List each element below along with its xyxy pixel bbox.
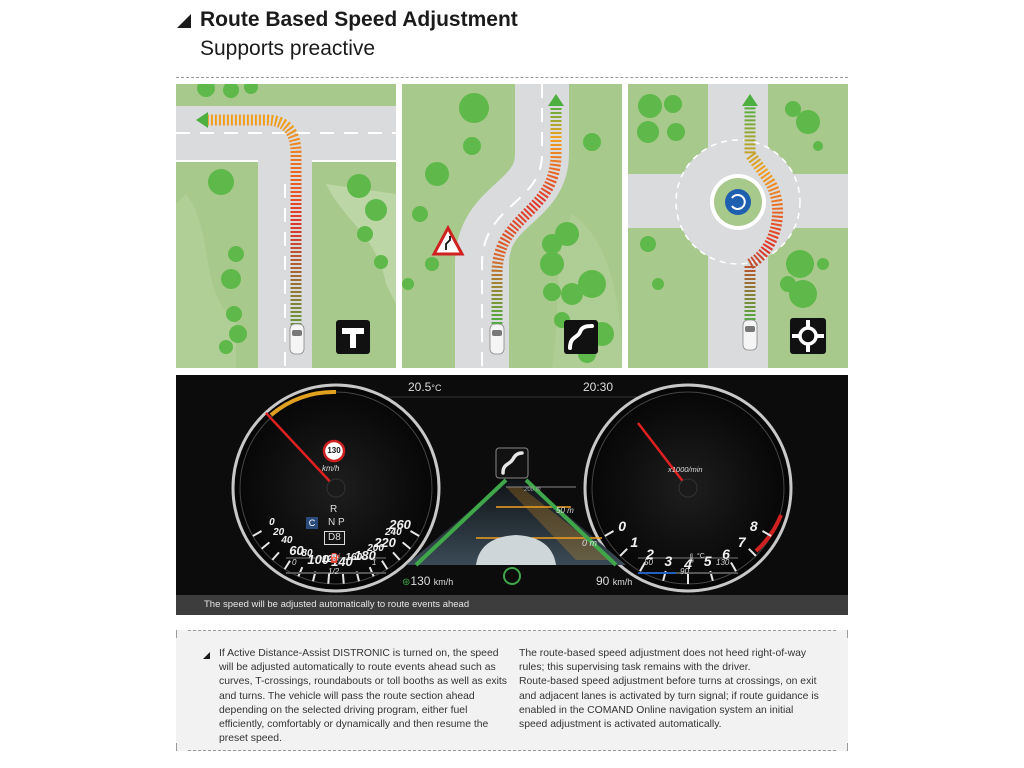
tachometer	[583, 383, 793, 593]
speed-tick	[381, 560, 389, 570]
speed-label: 200	[367, 542, 384, 554]
speed-label: 160	[345, 551, 363, 563]
fuel-pump-icon: ⛽	[330, 553, 342, 563]
coolant-temp-unit: °C	[697, 553, 705, 560]
tach-label: 6	[722, 545, 730, 562]
tach-tick	[619, 548, 628, 557]
temp-label-130: 130	[716, 558, 730, 567]
speed-tick	[261, 541, 271, 550]
tach-tick	[639, 561, 646, 572]
speed-unit: km/h	[322, 464, 340, 473]
temp-label-90: 90	[680, 567, 689, 576]
info-triangle-icon	[203, 652, 210, 659]
tach-tick	[748, 548, 757, 557]
speed-label: 100	[307, 551, 330, 567]
speedometer	[231, 383, 441, 593]
tach-unit: x1000/min	[668, 465, 703, 474]
curve-road-icon	[564, 320, 598, 354]
speed-label: 40	[281, 535, 293, 547]
info-column-left: If Active Distance-Assist DISTRONIC is t…	[219, 648, 507, 745]
speed-tick	[271, 551, 280, 561]
speed-label: 0	[269, 517, 275, 528]
distance-200m: 200 m	[524, 487, 541, 493]
panel-roundabout	[628, 84, 848, 368]
outside-temperature: 20.5°C	[408, 380, 442, 394]
tach-label: 0	[618, 518, 627, 534]
speed-limit-sign: 130	[327, 446, 341, 455]
roundabout-icon	[790, 318, 826, 354]
temp-label-50: 50	[644, 558, 653, 567]
speed-label: 180	[354, 548, 376, 564]
top-divider	[176, 77, 848, 78]
speed-label: 220	[374, 535, 396, 551]
speed-label: 260	[389, 517, 411, 532]
tach-tick	[761, 530, 772, 537]
speed-tick	[368, 566, 375, 577]
speed-tick	[392, 551, 401, 561]
tach-label: 7	[737, 533, 746, 550]
tach-label: 2	[646, 545, 654, 562]
gear-badge: D8	[324, 531, 345, 545]
speed-tick	[341, 573, 345, 584]
speed-tick	[283, 560, 291, 570]
current-speed-limit: 90 km/h	[596, 574, 633, 588]
tach-label: 8	[749, 518, 758, 534]
coolant-temp-icon: 🌡	[686, 553, 698, 563]
tach-label: 4	[684, 556, 692, 572]
info-paragraph-1: The route-based speed adjustment does no…	[519, 648, 807, 674]
set-speed: ⊛130 km/h	[402, 574, 454, 588]
page-subtitle: Supports preactive	[200, 37, 376, 60]
fuel-label-half: 1/2	[328, 567, 340, 576]
tach-tick	[730, 561, 737, 572]
speed-tick	[252, 530, 263, 537]
speed-label: 20	[273, 526, 285, 538]
tach-label: 3	[664, 553, 673, 570]
speed-label: 140	[331, 553, 353, 569]
distance-50m: 50 m	[556, 506, 574, 515]
panel-curves	[402, 84, 622, 368]
drive-mode-badge: C	[306, 517, 318, 529]
tach-tick	[604, 530, 615, 537]
speed-tick	[401, 541, 411, 550]
distronic-icon: ⊛	[402, 577, 411, 588]
speed-label: 240	[384, 526, 402, 538]
speed-label: 60	[289, 542, 304, 558]
double-bend-warning-icon	[431, 224, 465, 256]
speed-tick	[327, 573, 331, 584]
page-title: Route Based Speed Adjustment	[200, 8, 518, 31]
gear-indicator: R	[330, 504, 338, 515]
info-column-right: The route-based speed adjustment does no…	[519, 647, 824, 732]
panel-t-crossing	[176, 84, 396, 368]
speed-label: 80	[301, 548, 313, 560]
speed-tick	[409, 530, 420, 537]
fuel-label-full: 1	[372, 558, 377, 567]
distance-0m: 0 m	[582, 538, 598, 548]
road-view	[406, 447, 626, 585]
tach-label: 5	[703, 553, 712, 570]
speed-tick	[297, 566, 304, 577]
speed-label: 120	[321, 553, 339, 565]
fuel-label-empty: 0	[292, 558, 297, 567]
clock: 20:30	[583, 380, 614, 394]
info-paragraph-2: Route-based speed adjustment before turn…	[519, 676, 819, 731]
t-junction-icon	[336, 320, 370, 354]
caption-bar: The speed will be adjusted automatically…	[176, 595, 848, 615]
title-triangle-icon	[177, 14, 191, 28]
gear-row: N P	[328, 517, 345, 528]
tach-label: 1	[630, 533, 639, 550]
info-box: If Active Distance-Assist DISTRONIC is t…	[176, 630, 848, 751]
cluster-caption: The speed will be adjusted automatically…	[204, 599, 470, 610]
